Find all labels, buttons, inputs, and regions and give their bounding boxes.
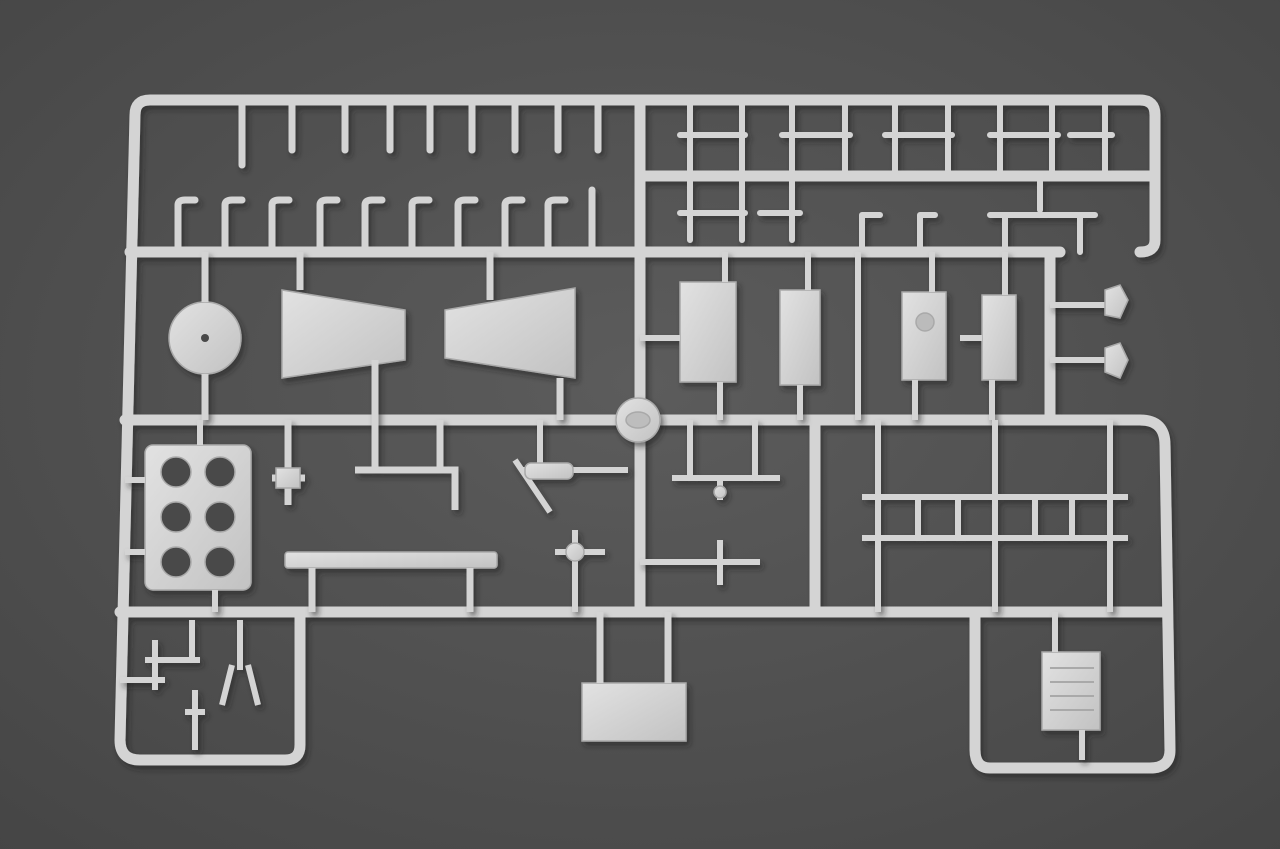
bottom-box-part <box>581 682 687 742</box>
valve-part-2 <box>1104 342 1129 379</box>
sprue-parts <box>120 252 1129 760</box>
ladder-part <box>862 420 1128 612</box>
long-bar-part <box>284 551 498 569</box>
bracket-part <box>275 467 301 489</box>
box-part-2 <box>779 289 821 386</box>
top-right-clips <box>677 97 1115 255</box>
propeller-hub <box>565 542 585 562</box>
valve-part-1 <box>1104 284 1129 319</box>
box-part-4 <box>981 294 1017 381</box>
funnel-part-right <box>444 287 576 379</box>
crate-part <box>1041 651 1101 731</box>
funnel-part-left <box>281 289 406 379</box>
box-part-3 <box>901 291 947 381</box>
box-part-1 <box>679 281 737 383</box>
top-gates <box>174 96 602 256</box>
